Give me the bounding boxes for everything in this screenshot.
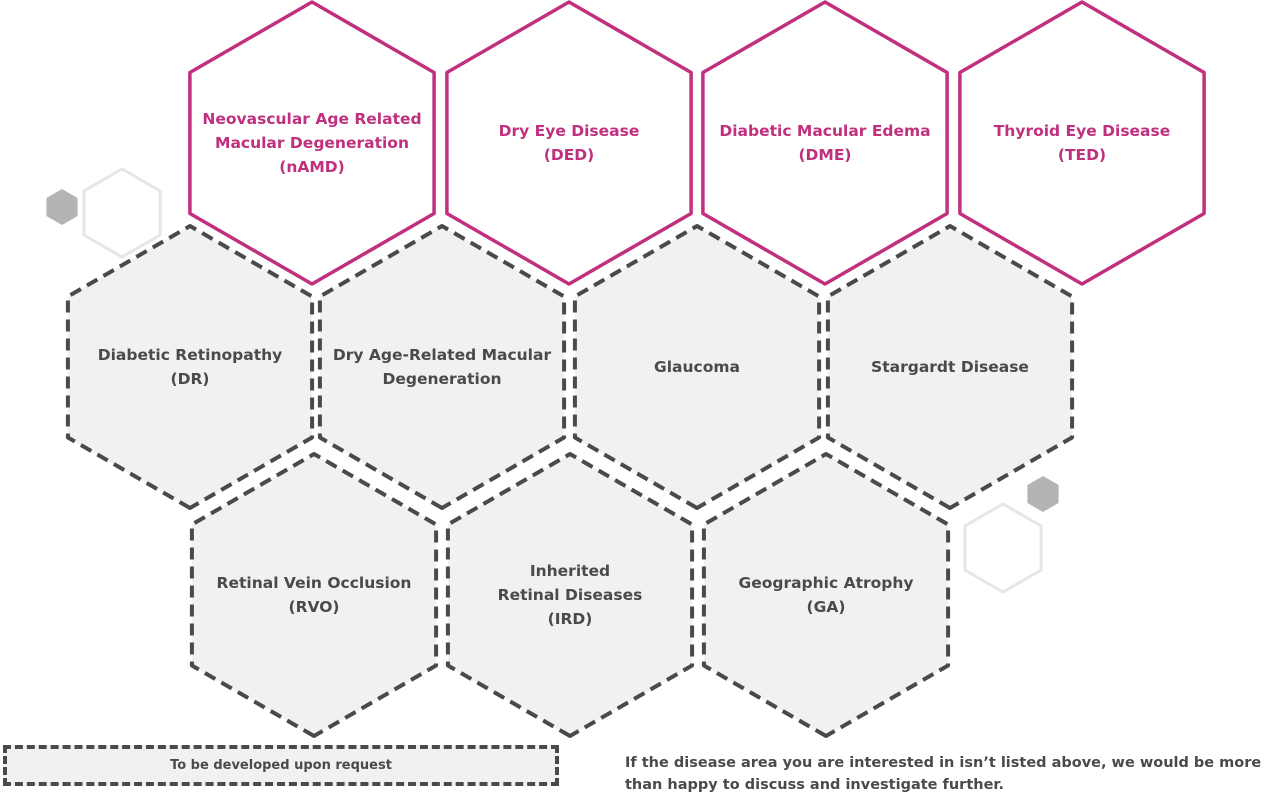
legend-label: To be developed upon request [170, 758, 392, 773]
available-disease-label: Thyroid Eye Disease (TED) [994, 122, 1171, 164]
requestable-disease-label: Glaucoma [654, 358, 740, 376]
requestable-disease-label-line: Inherited [530, 562, 610, 580]
legend-dashed-box: To be developed upon request [3, 745, 559, 786]
available-disease-label-line: Dry Eye Disease [499, 122, 640, 140]
requestable-disease-hexagon [189, 452, 439, 738]
requestable-disease-label-line: Stargardt Disease [871, 358, 1029, 376]
requestable-disease-label-line: Glaucoma [654, 358, 740, 376]
requestable-disease-label-line: Diabetic Retinopathy [98, 346, 283, 364]
available-disease-hexagon [701, 0, 949, 286]
requestable-disease-label-line: (RVO) [288, 598, 339, 616]
requestable-disease-label-line: Geographic Atrophy [738, 574, 913, 592]
requestable-disease-label-line: (GA) [807, 598, 846, 616]
available-disease-label-line: (DME) [798, 146, 851, 164]
requestable-disease-hexagon [317, 224, 567, 510]
requestable-disease-hexagon [572, 224, 822, 510]
available-disease-label-line: Neovascular Age Related [202, 110, 421, 128]
requestable-disease-label: Geographic Atrophy (GA) [738, 574, 913, 616]
requestable-disease-hexagon [65, 224, 315, 510]
requestable-disease-label: Retinal Vein Occlusion (RVO) [217, 574, 412, 616]
requestable-disease-label-line: (DR) [171, 370, 210, 388]
decor-gray-hexagon [1027, 476, 1059, 512]
requestable-disease-hexagon [825, 224, 1075, 510]
decor-gray-hexagon [46, 189, 78, 225]
requestable-disease-label-line: Retinal Diseases [498, 586, 643, 604]
requestable-disease-label: Stargardt Disease [871, 358, 1029, 376]
requestable-disease-label-line: Dry Age-Related Macular [333, 346, 552, 364]
available-disease-label-line: Thyroid Eye Disease [994, 122, 1171, 140]
decor-outline-hexagon [963, 502, 1043, 594]
footer-note: If the disease area you are interested i… [625, 755, 1262, 793]
available-disease-hexagon [958, 0, 1206, 286]
requestable-disease-hexagon [445, 452, 695, 738]
available-disease-label-line: (DED) [544, 146, 595, 164]
requestable-disease-label-line: Retinal Vein Occlusion [217, 574, 412, 592]
available-disease-label: Dry Eye Disease (DED) [499, 122, 640, 164]
requestable-disease-label-line: Degeneration [382, 370, 501, 388]
available-disease-label-line: (TED) [1058, 146, 1106, 164]
available-disease-label-line: Diabetic Macular Edema [719, 122, 930, 140]
available-disease-label-line: Macular Degeneration [215, 134, 409, 152]
available-disease-hexagon [445, 0, 693, 286]
available-disease-label: Diabetic Macular Edema (DME) [719, 122, 930, 164]
requestable-disease-label: Diabetic Retinopathy (DR) [98, 346, 283, 388]
requestable-disease-label-line: (IRD) [548, 610, 593, 628]
available-disease-label-line: (nAMD) [279, 158, 345, 176]
available-disease-hexagon [188, 0, 436, 286]
requestable-disease-hexagon [701, 452, 951, 738]
decor-outline-hexagon [82, 167, 162, 259]
